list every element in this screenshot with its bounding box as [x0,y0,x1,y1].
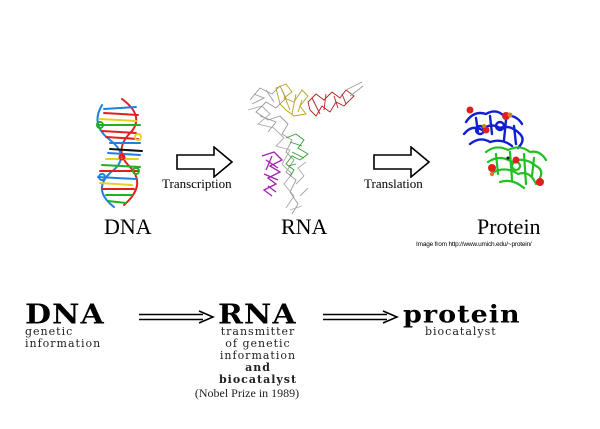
bottom-protein-desc: biocatalyst [425,325,497,338]
transcription-arrow-icon [176,145,234,179]
bottom-dna-desc-line-2: information [25,337,102,350]
protein-label: Protein [477,214,541,239]
dna-to-rna-arrow-icon [139,310,216,324]
bottom-rna-desc-line-2: of genetic [225,337,291,350]
rna-to-protein-arrow-icon [323,310,400,324]
translation-arrow-icon [373,145,431,179]
bottom-dna-node: DNA genetic information [25,302,105,350]
bottom-rna-desc-biocatalyst: biocatalyst [218,373,298,386]
bottom-protein-title: protein [403,301,521,329]
bottom-dna-title: DNA [25,299,105,331]
bottom-rna-node: RNA transmitter of genetic information a… [195,299,308,401]
bottom-protein-node: protein biocatalyst [403,302,548,338]
dna-label: DNA [104,214,152,239]
image-credit: Image from http://www.umich.edu/~protein… [416,241,532,248]
translation-label: Translation [364,176,423,191]
bottom-rna-desc-and: and [245,361,271,374]
bottom-rna-nobel-note: (Nobel Prize in 1989) [194,386,300,400]
transcription-label: Transcription [162,176,232,191]
protein-structure-image [460,104,556,196]
rna-structure-image [246,80,364,220]
rna-label: RNA [281,214,328,239]
bottom-rna-desc-line-3: information [219,349,297,362]
bottom-rna-title: RNA [218,299,297,331]
dna-helix-image [92,95,154,210]
bottom-rna-desc-line-1: transmitter [220,325,296,338]
bottom-dna-desc-line-1: genetic [25,325,74,338]
